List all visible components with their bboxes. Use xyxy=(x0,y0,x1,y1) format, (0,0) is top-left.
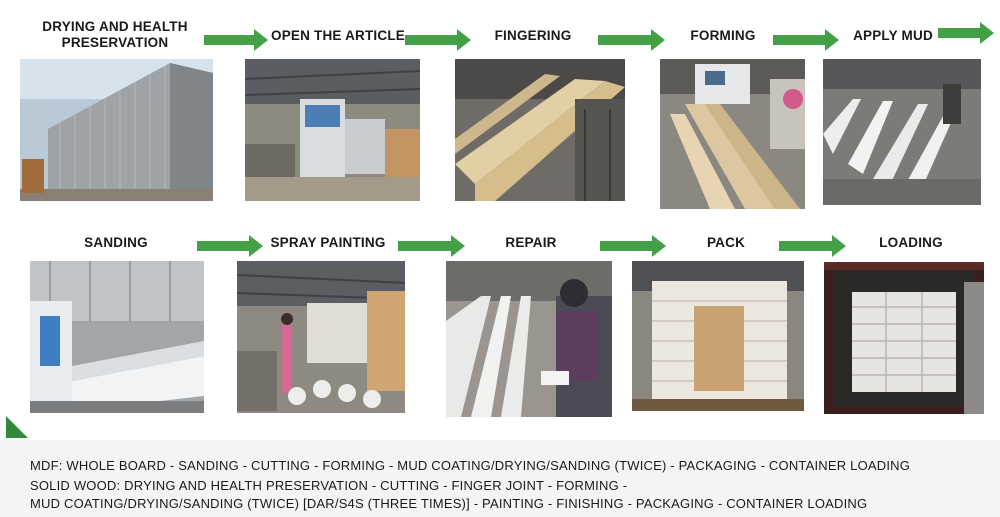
flow-arrow xyxy=(600,235,666,257)
flow-arrow xyxy=(398,235,465,257)
photo-container-loading xyxy=(824,262,984,414)
step-label-spray-painting: SPRAY PAINTING xyxy=(270,235,386,250)
step-label-pack: PACK xyxy=(706,235,746,250)
corner-triangle-icon xyxy=(6,416,28,438)
step-label-forming: FORMING xyxy=(690,28,756,43)
flow-arrow xyxy=(779,235,846,257)
caption-mdf: MDF: WHOLE BOARD - SANDING - CUTTING - F… xyxy=(30,458,911,473)
caption-solid-wood-line1: SOLID WOOD: DRYING AND HEALTH PRESERVATI… xyxy=(30,478,628,493)
step-label-loading: LOADING xyxy=(879,235,943,250)
flow-arrow xyxy=(938,22,994,44)
caption-solid-wood-line2: MUD COATING/DRYING/SANDING (TWICE) [DAR/… xyxy=(30,496,868,511)
step-label-sanding: SANDING xyxy=(84,235,148,250)
step-label-repair: REPAIR xyxy=(505,235,557,250)
photo-sanding-machine xyxy=(30,261,204,413)
flow-arrow xyxy=(773,29,839,51)
photo-cutting-workshop xyxy=(245,59,420,201)
photo-spray-painting-line xyxy=(237,261,405,413)
flow-arrow xyxy=(598,29,665,51)
photo-mud-coating-line xyxy=(823,59,981,205)
flow-arrow xyxy=(197,235,263,257)
photo-worker-repair xyxy=(446,261,612,417)
step-label-open-article: OPEN THE ARTICLE xyxy=(271,28,405,43)
photo-forming-machine xyxy=(660,59,805,209)
photo-packed-pallets xyxy=(632,261,804,411)
step-label-apply-mud: APPLY MUD xyxy=(853,28,933,43)
photo-finger-joint-boards xyxy=(455,59,625,201)
flow-arrow xyxy=(405,29,471,51)
photo-drying-kiln xyxy=(20,59,213,201)
step-label-fingering: FINGERING xyxy=(494,28,572,43)
step-label-drying: DRYING AND HEALTH PRESERVATION xyxy=(42,19,188,50)
flow-arrow xyxy=(204,29,268,51)
